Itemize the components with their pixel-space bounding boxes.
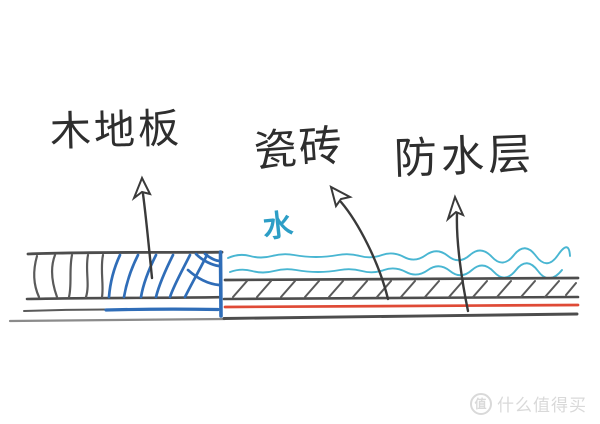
waterproof-arrow <box>445 194 470 313</box>
wood-grain-soaked <box>107 252 222 299</box>
waterproof-layer-label: 防水层 <box>393 129 536 185</box>
smzdm-logo-icon: 值 <box>470 392 492 415</box>
wood-top-line <box>26 250 224 256</box>
waterproof-layer-line <box>223 303 580 309</box>
water-label: 水 <box>261 207 295 246</box>
tile-arrow <box>329 185 390 301</box>
wood-soaked-edge <box>218 250 223 318</box>
wood-floor-arrow-tail <box>141 192 154 280</box>
up-arrowhead-icon <box>445 194 465 223</box>
tile-bottom-line <box>222 295 580 301</box>
up-arrowhead-icon <box>131 175 152 201</box>
annotation-arrows <box>131 175 470 313</box>
wood-floor-arrow <box>131 175 154 280</box>
wood-underlay-line-gray <box>23 308 109 312</box>
tile-section <box>222 276 580 301</box>
base-line-right <box>222 312 579 320</box>
waterproof-arrow-tail <box>455 212 470 313</box>
watermark-text: 什么值得买 <box>497 396 587 416</box>
up-left-arrowhead-icon <box>329 185 353 209</box>
water-wave-bottom <box>229 262 563 280</box>
watermark: 值 什么值得买 <box>470 391 587 416</box>
water-waves <box>227 246 571 280</box>
base-line-left <box>8 317 227 323</box>
wood-floor-label: 木地板 <box>49 104 183 156</box>
tile-arrow-tail <box>339 200 390 301</box>
wood-floor-section <box>23 250 224 318</box>
tile-label: 瓷砖 <box>252 120 346 178</box>
tile-top-line <box>223 276 580 282</box>
wood-underlay-line-blue <box>104 307 220 312</box>
tile-hatching <box>232 280 577 298</box>
wood-grain-dry <box>33 253 105 299</box>
water-wave-top <box>227 246 571 265</box>
